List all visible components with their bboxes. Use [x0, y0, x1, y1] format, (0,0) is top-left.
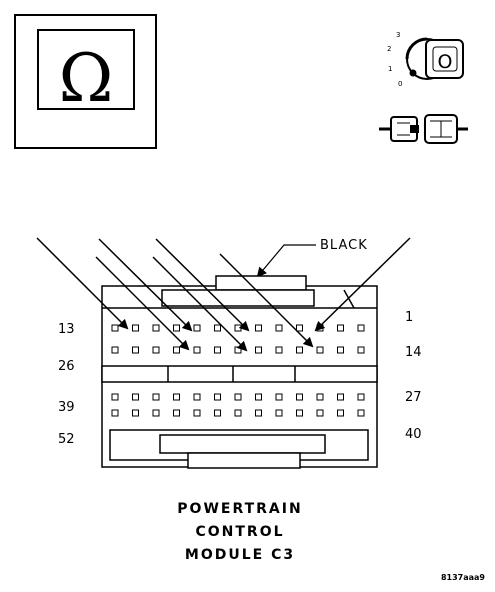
pin-cavity [255, 346, 262, 354]
key-position-3: 3 [396, 31, 400, 39]
probe-arrow [36, 237, 129, 330]
pin-cavity [173, 346, 180, 354]
key-position-2: 2 [387, 45, 391, 53]
pin-cavity [173, 409, 180, 417]
pin-cavity [255, 324, 262, 332]
pin-cavity [132, 346, 139, 354]
pin-label-14: 14 [405, 345, 422, 360]
pin-cavity [173, 324, 180, 332]
pin-cavity [173, 393, 180, 401]
probe-arrow [219, 253, 314, 348]
pin-cavity [152, 324, 160, 332]
pin-cavity [357, 409, 365, 417]
title-line-2: CONTROL [195, 524, 284, 540]
title-line-1: POWERTRAIN [177, 501, 302, 517]
pin-cavity [132, 409, 139, 417]
pin-cavity [152, 409, 160, 417]
pin-cavity [214, 324, 221, 332]
title-line-3: MODULE C3 [185, 547, 295, 563]
pin-cavity [296, 393, 303, 401]
pin-cavity [193, 393, 201, 401]
connector-body [101, 275, 378, 469]
probe-arrow [95, 256, 190, 351]
pin-cavity [234, 324, 242, 332]
wire-color-callout: BLACK [256, 238, 368, 278]
pin-cavity [296, 324, 303, 332]
pin-cavity [111, 409, 119, 417]
pin-cavity [357, 324, 365, 332]
pin-cavity [214, 409, 221, 417]
ohm-symbol: Ω [59, 40, 114, 117]
pin-cavity [214, 346, 221, 354]
figure-code: 8137aaa9 [441, 573, 485, 582]
pin-cavity [337, 393, 344, 401]
pin-label-13: 13 [58, 322, 75, 337]
pin-cavity [357, 346, 365, 354]
pin-cavity [255, 393, 262, 401]
pin-cavity [357, 393, 365, 401]
ohm-meter-icon: Ω [14, 14, 157, 149]
key-letter: O [438, 51, 453, 73]
pin-cavity [234, 393, 242, 401]
key-position-0: 0 [398, 80, 402, 88]
pin-cavity [111, 346, 119, 354]
probe-arrow [98, 238, 193, 332]
diagram-title: POWERTRAIN CONTROL MODULE C3 [177, 501, 302, 563]
pin-cavity [234, 409, 242, 417]
pin-cavity [337, 324, 344, 332]
pin-cavity [275, 324, 283, 332]
pin-cavity [296, 409, 303, 417]
pin-cavity [275, 409, 283, 417]
pin-label-40: 40 [405, 427, 422, 442]
pin-cavity [193, 409, 201, 417]
pin-cavity [234, 346, 242, 354]
pin-label-26: 26 [58, 359, 75, 374]
pin-cavity-grid [111, 324, 365, 417]
pin-label-52: 52 [58, 432, 75, 447]
ignition-key-icon: 3 2 1 0 O [387, 31, 464, 88]
pin-label-39: 39 [58, 400, 75, 415]
pin-cavity [275, 346, 283, 354]
pin-cavity [193, 324, 201, 332]
pin-label-27: 27 [405, 390, 422, 405]
disconnected-connector-icon [379, 114, 468, 144]
pin-cavity [275, 393, 283, 401]
pin-cavity [152, 393, 160, 401]
pin-cavity [132, 324, 139, 332]
pin-cavity [337, 409, 344, 417]
pin-cavity [316, 393, 324, 401]
pin-cavity [111, 324, 119, 332]
probe-arrows [36, 237, 411, 352]
probe-arrow [152, 256, 248, 352]
pin-cavity [316, 409, 324, 417]
pin-cavity [132, 393, 139, 401]
pin-cavity [316, 346, 324, 354]
pin-cavity [337, 346, 344, 354]
pin-cavity [255, 409, 262, 417]
probe-arrow [155, 238, 250, 332]
pin-cavity [152, 346, 160, 354]
pin-cavity [111, 393, 119, 401]
pin-number-labels: 13 26 39 52 1 14 27 40 [58, 310, 422, 447]
probe-arrow [314, 237, 411, 332]
key-position-1: 1 [388, 65, 392, 73]
pin-cavity [214, 393, 221, 401]
wire-color-label: BLACK [320, 238, 368, 253]
pin-cavity [193, 346, 201, 354]
pin-label-1: 1 [405, 310, 413, 325]
pin-cavity [296, 346, 303, 354]
